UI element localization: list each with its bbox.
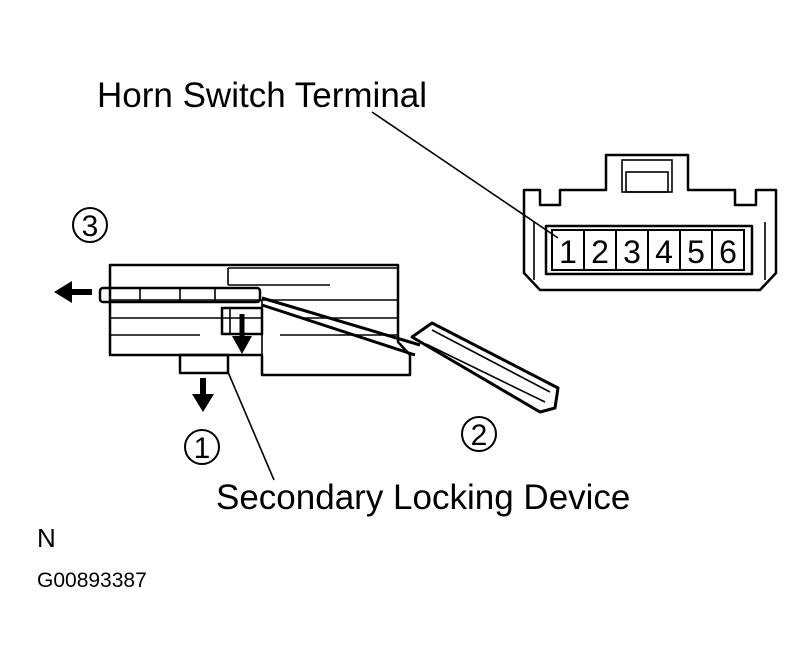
step-1-badge: 1 <box>184 429 220 465</box>
secondary-locking-device <box>178 353 230 375</box>
terminal-number: 3 <box>623 234 641 270</box>
step-2-badge: 2 <box>461 416 497 452</box>
terminal-number: 6 <box>719 234 737 270</box>
locking-device-leader <box>227 371 275 481</box>
figure-id-label: G00893387 <box>37 569 147 592</box>
step1-arrow-down-lance <box>232 314 252 354</box>
orientation-label: N <box>37 523 56 553</box>
step-2-number: 2 <box>471 419 488 452</box>
horn-terminal-leader <box>371 111 559 239</box>
step-3-badge: 3 <box>72 207 108 243</box>
terminal-number: 2 <box>591 234 609 270</box>
step-1-number: 1 <box>194 432 211 465</box>
connector-front-view <box>522 153 778 292</box>
terminal-cavity-block <box>544 224 754 276</box>
connector-side-view <box>98 263 412 377</box>
terminal-number: 5 <box>687 234 705 270</box>
step-3-number: 3 <box>82 210 99 243</box>
terminal-cell <box>711 229 745 271</box>
terminal-number: 4 <box>655 234 673 270</box>
screwdriver <box>261 296 560 414</box>
horn-switch-terminal-label: Horn Switch Terminal <box>97 76 427 115</box>
step3-arrow-left <box>54 281 92 303</box>
step1-arrow-down <box>192 378 214 412</box>
terminal-number: 1 <box>559 234 577 270</box>
secondary-locking-device-label: Secondary Locking Device <box>216 478 630 517</box>
